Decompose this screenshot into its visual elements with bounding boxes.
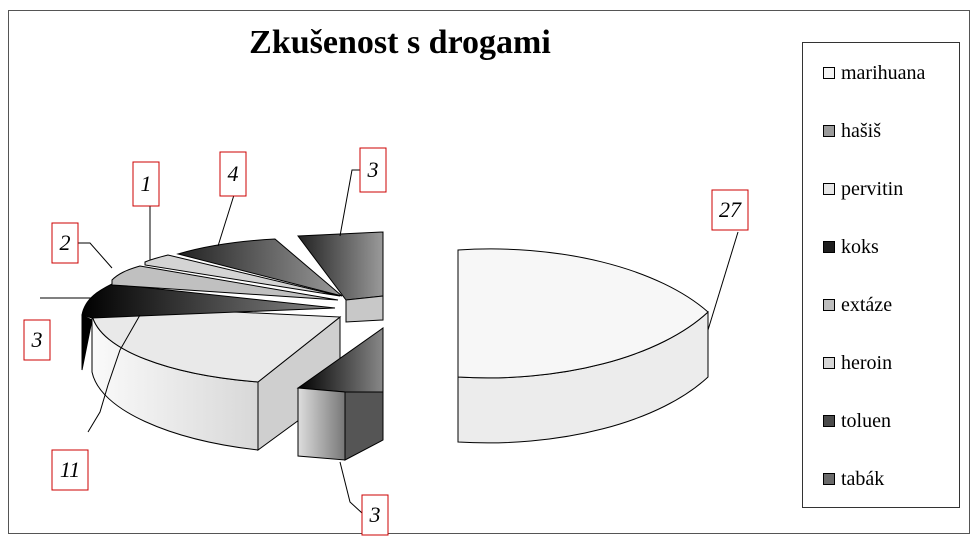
- value-label-marihuana: 27: [719, 197, 742, 222]
- value-box-koks: [23, 319, 51, 361]
- slice-hasis-side: [297, 387, 346, 461]
- slice-koks: [81, 283, 336, 371]
- legend-swatch-heroin: [823, 357, 835, 369]
- value-label-heroin: 1: [141, 171, 152, 196]
- legend-item-pervitin: pervitin: [823, 177, 903, 201]
- legend-swatch-pervitin: [823, 183, 835, 195]
- slice-marihuana-top: [457, 248, 709, 379]
- chart-title: Zkušenost s drogami: [249, 24, 551, 61]
- value-label-tabak: 3: [367, 157, 379, 182]
- value-box-marihuana: [711, 189, 749, 231]
- legend-item-koks: koks: [823, 235, 879, 259]
- value-box-tabak: [359, 147, 387, 193]
- legend-swatch-marihuana: [823, 67, 835, 79]
- value-box-pervitin: [51, 449, 89, 491]
- slice-hasis: [296, 327, 384, 461]
- leader-lines: [40, 169, 739, 514]
- legend-label: marihuana: [841, 61, 926, 84]
- legend: marihuana hašiš pervitin koks extáze her…: [802, 42, 960, 508]
- legend-item-hasis: hašiš: [823, 119, 881, 143]
- legend-label: tabák: [841, 467, 885, 490]
- value-label-hasis: 3: [369, 502, 381, 527]
- slice-toluen-top: [176, 238, 343, 297]
- slice-koks-side: [81, 314, 93, 371]
- legend-swatch-hasis: [823, 125, 835, 137]
- slice-extaze: [111, 265, 339, 301]
- slice-heroin-top: [144, 254, 341, 297]
- legend-label: toluen: [841, 409, 891, 432]
- slice-pervitin-top: [91, 307, 342, 383]
- slice-heroin: [144, 254, 341, 297]
- slice-marihuana: [457, 248, 709, 444]
- slice-tabak: [297, 231, 384, 323]
- value-box-toluen: [219, 151, 247, 197]
- legend-label: hašiš: [841, 119, 881, 142]
- legend-item-heroin: heroin: [823, 351, 892, 375]
- legend-item-tabak: tabák: [823, 467, 884, 491]
- value-label-koks: 3: [31, 327, 43, 352]
- value-box-extaze: [51, 222, 79, 264]
- slice-pervitin: [91, 307, 342, 451]
- legend-swatch-koks: [823, 241, 835, 253]
- legend-label: extáze: [841, 293, 893, 316]
- slice-extaze-top: [111, 265, 339, 301]
- value-box-heroin: [132, 161, 160, 207]
- value-label-pervitin: 11: [60, 457, 80, 482]
- legend-item-extaze: extáze: [823, 293, 892, 317]
- value-label-extaze: 2: [60, 230, 71, 255]
- legend-label: heroin: [841, 351, 893, 374]
- legend-swatch-toluen: [823, 415, 835, 427]
- legend-swatch-extaze: [823, 299, 835, 311]
- value-labels: 27 3 11 3 2 1 4 3: [23, 147, 749, 536]
- legend-label: koks: [841, 235, 879, 258]
- slice-toluen: [176, 238, 343, 297]
- legend-swatch-tabak: [823, 473, 835, 485]
- slice-koks-top: [81, 283, 336, 319]
- legend-item-marihuana: marihuana: [823, 61, 925, 85]
- value-label-toluen: 4: [228, 161, 239, 186]
- legend-item-toluen: toluen: [823, 409, 891, 433]
- legend-label: pervitin: [841, 177, 904, 200]
- value-box-hasis: [361, 494, 389, 536]
